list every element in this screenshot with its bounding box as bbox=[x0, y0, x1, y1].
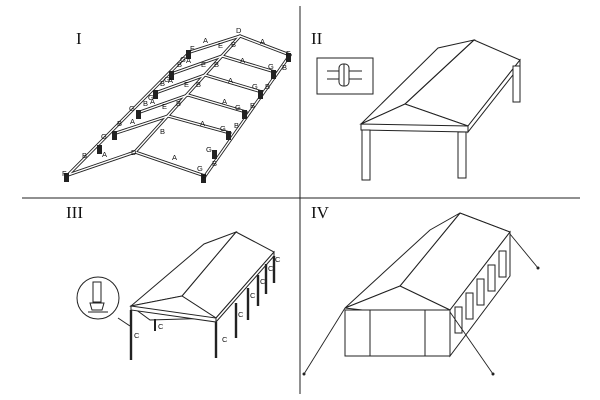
panel-4: IV bbox=[302, 203, 540, 376]
svg-text:F: F bbox=[190, 44, 195, 53]
svg-text:G: G bbox=[252, 82, 258, 91]
panel-3: III C C C bbox=[66, 203, 281, 360]
frame-pipes bbox=[64, 34, 292, 183]
svg-text:A: A bbox=[203, 36, 208, 45]
roofed-frame bbox=[359, 39, 521, 181]
panel-numeral: III bbox=[66, 203, 83, 222]
svg-text:B: B bbox=[282, 63, 287, 72]
svg-text:C: C bbox=[158, 322, 164, 331]
panel-numeral: IV bbox=[311, 203, 330, 222]
svg-text:G: G bbox=[148, 93, 154, 102]
svg-text:B: B bbox=[250, 101, 255, 110]
svg-text:G: G bbox=[129, 104, 135, 113]
foot-detail-circle bbox=[76, 276, 131, 327]
svg-text:A: A bbox=[240, 56, 245, 65]
svg-text:C: C bbox=[134, 331, 140, 340]
svg-text:B: B bbox=[231, 40, 236, 49]
svg-text:A: A bbox=[102, 150, 107, 159]
svg-text:C: C bbox=[222, 335, 228, 344]
tent-with-legs: C C C C C C C C bbox=[129, 230, 281, 360]
panel-numeral: I bbox=[76, 29, 82, 48]
svg-text:B: B bbox=[143, 99, 148, 108]
svg-text:B: B bbox=[160, 127, 165, 136]
svg-text:A: A bbox=[150, 97, 155, 106]
enclosed-tent bbox=[302, 212, 540, 376]
svg-text:D: D bbox=[131, 148, 137, 157]
svg-text:C: C bbox=[250, 291, 256, 300]
svg-text:A: A bbox=[168, 76, 173, 85]
panel-numeral: II bbox=[311, 29, 323, 48]
svg-text:F: F bbox=[62, 169, 67, 178]
svg-text:G: G bbox=[164, 75, 170, 84]
svg-text:C: C bbox=[260, 277, 266, 286]
leg-labels: C C C C C C C C bbox=[134, 255, 281, 344]
svg-text:E: E bbox=[162, 102, 167, 111]
svg-text:B: B bbox=[265, 82, 270, 91]
svg-text:G: G bbox=[268, 62, 274, 71]
svg-text:B: B bbox=[176, 99, 181, 108]
panel-1: I bbox=[62, 26, 292, 183]
connector-detail-box bbox=[316, 57, 374, 95]
frame-labels: D D F F F E E E E F G G G G G G G G G G … bbox=[62, 26, 291, 182]
svg-text:G: G bbox=[235, 103, 241, 112]
panel-2: II bbox=[311, 29, 521, 181]
svg-text:G: G bbox=[180, 55, 186, 64]
svg-text:B: B bbox=[212, 159, 217, 168]
svg-text:B: B bbox=[214, 60, 219, 69]
svg-text:B: B bbox=[117, 119, 122, 128]
svg-text:A: A bbox=[260, 37, 265, 46]
svg-text:B: B bbox=[177, 60, 182, 69]
svg-text:G: G bbox=[101, 132, 107, 141]
svg-text:B: B bbox=[234, 121, 239, 130]
svg-text:E: E bbox=[184, 80, 189, 89]
svg-text:A: A bbox=[200, 119, 205, 128]
svg-text:D: D bbox=[236, 26, 242, 35]
svg-text:G: G bbox=[220, 124, 226, 133]
svg-text:A: A bbox=[186, 56, 191, 65]
svg-text:F: F bbox=[202, 173, 207, 182]
svg-text:E: E bbox=[218, 41, 223, 50]
svg-text:B: B bbox=[82, 151, 87, 160]
svg-text:C: C bbox=[275, 255, 281, 264]
svg-text:G: G bbox=[206, 145, 212, 154]
svg-text:C: C bbox=[268, 264, 274, 273]
svg-text:A: A bbox=[172, 153, 177, 162]
svg-text:G: G bbox=[197, 164, 203, 173]
svg-text:A: A bbox=[228, 76, 233, 85]
svg-text:F: F bbox=[286, 49, 291, 58]
svg-text:C: C bbox=[238, 310, 244, 319]
svg-text:A: A bbox=[130, 117, 135, 126]
svg-text:B: B bbox=[196, 80, 201, 89]
svg-text:B: B bbox=[160, 79, 165, 88]
svg-text:E: E bbox=[201, 60, 206, 69]
svg-text:A: A bbox=[222, 97, 227, 106]
